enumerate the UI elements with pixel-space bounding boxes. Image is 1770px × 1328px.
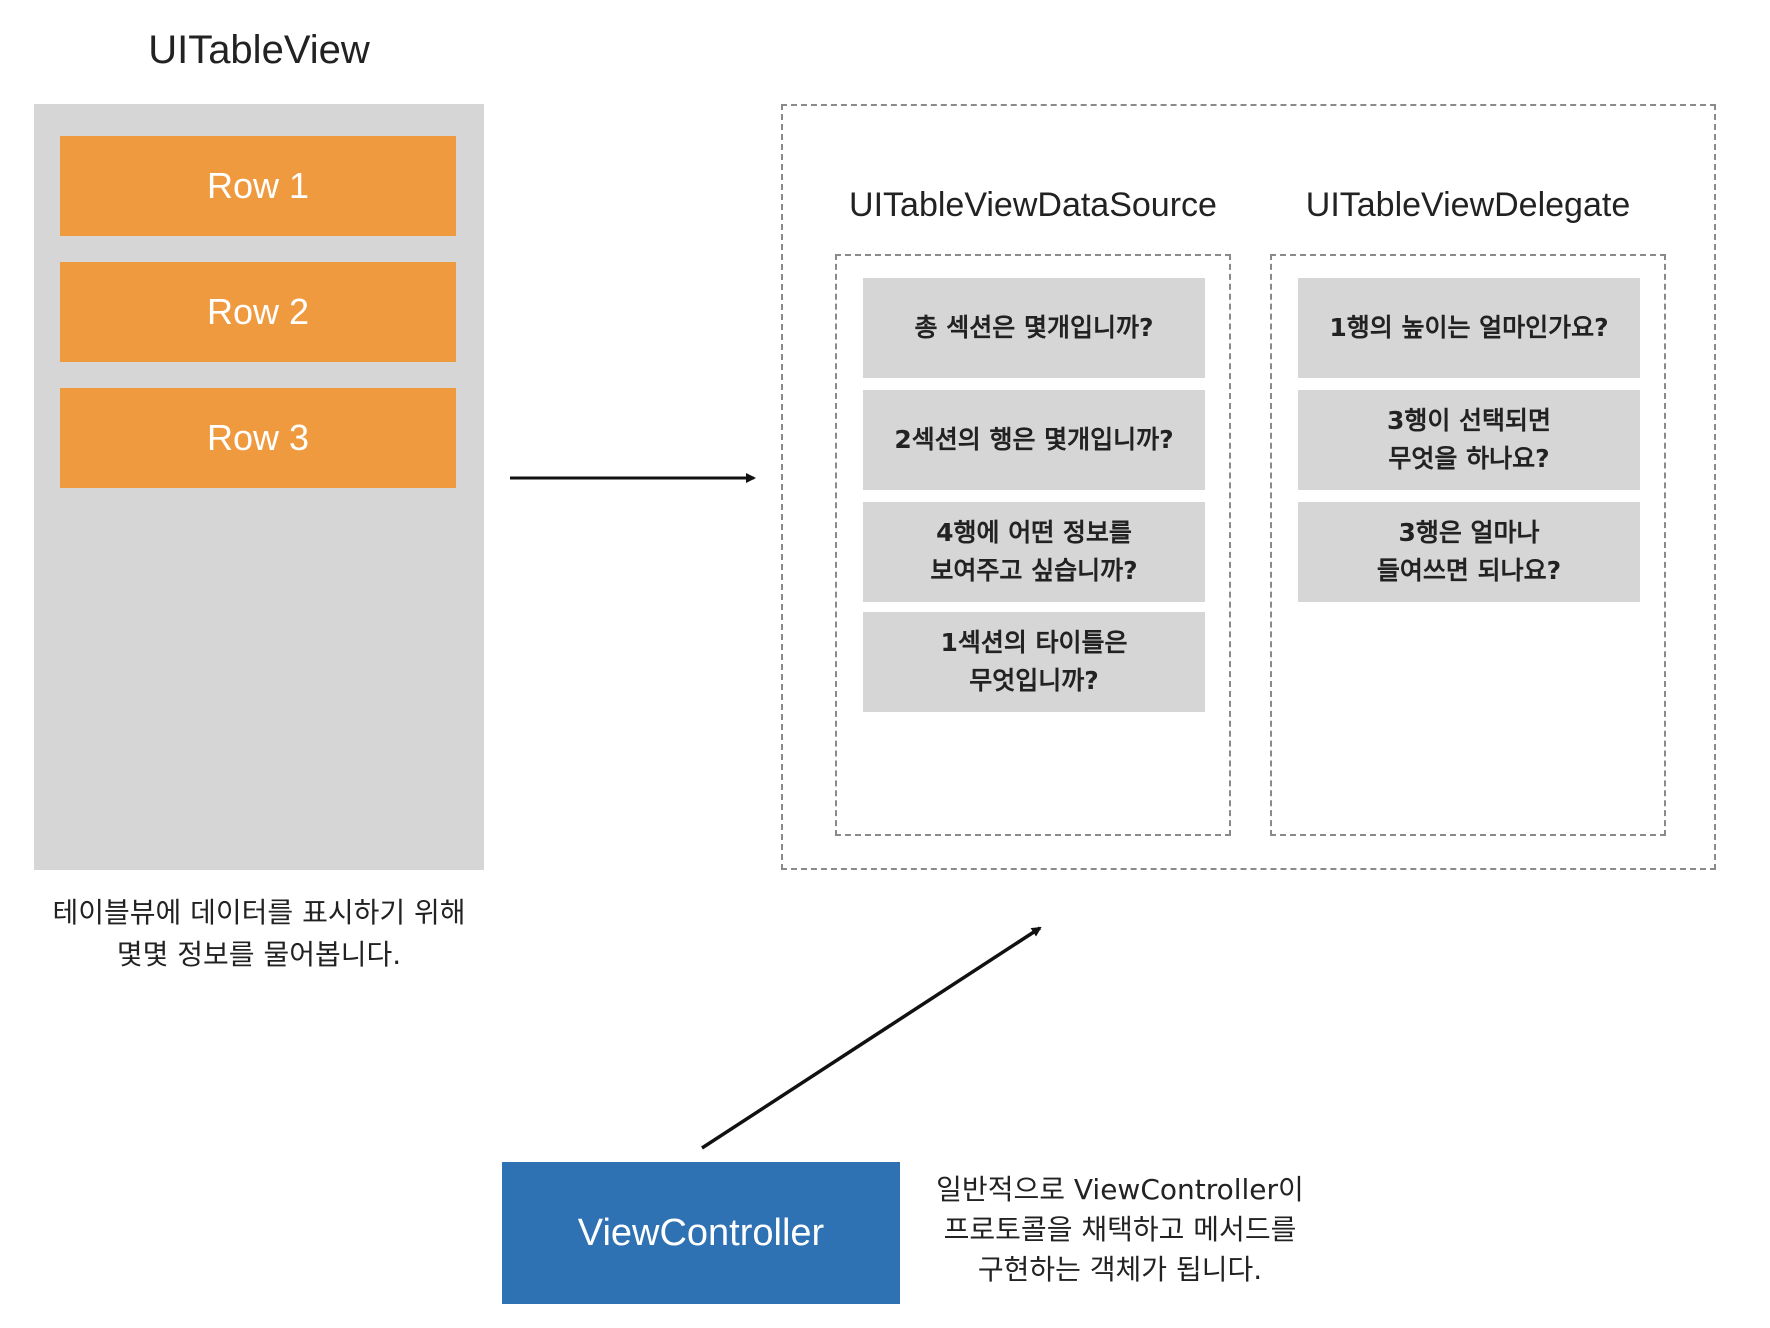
data-source-question-4-line-2: 무엇입니까? xyxy=(969,666,1099,695)
table-view-title: UITableView xyxy=(148,28,370,72)
view-controller-to-protocols-arrow xyxy=(701,926,1042,1150)
delegate-question-1-line-1: 1행의 높이는 얼마인가요? xyxy=(1329,313,1609,342)
table-view-caption-line-1: 테이블뷰에 데이터를 표시하기 위해 xyxy=(52,896,466,929)
data-source-title: UITableViewDataSource xyxy=(849,186,1217,224)
data-source-question-1-line-1: 총 섹션은 몇개입니까? xyxy=(914,313,1154,342)
view-controller-caption-line-2: 프로토콜을 채택하고 메서드를 xyxy=(943,1213,1297,1246)
delegate-box: 1행의 높이는 얼마인가요? 3행이 선택되면 무엇을 하나요? 3행은 얼마나… xyxy=(1270,254,1666,836)
data-source-question-2-line-1: 2섹션의 행은 몇개입니까? xyxy=(894,425,1174,454)
table-view-panel: Row 1 Row 2 Row 3 xyxy=(34,104,484,870)
data-source-question-3-line-2: 보여주고 싶습니까? xyxy=(930,556,1138,585)
data-source-question-3: 4행에 어떤 정보를 보여주고 싶습니까? xyxy=(863,502,1205,602)
delegate-title: UITableViewDelegate xyxy=(1305,186,1631,224)
delegate-question-2-line-1: 3행이 선택되면 xyxy=(1386,406,1552,435)
data-source-question-4-line-1: 1섹션의 타이틀은 xyxy=(940,628,1128,657)
data-source-question-2: 2섹션의 행은 몇개입니까? xyxy=(863,390,1205,490)
table-view-caption-line-2: 몇몇 정보를 물어봅니다. xyxy=(116,938,402,971)
view-controller-caption-line-1: 일반적으로 ViewController이 xyxy=(936,1173,1304,1206)
data-source-question-4: 1섹션의 타이틀은 무엇입니까? xyxy=(863,612,1205,712)
delegate-question-2: 3행이 선택되면 무엇을 하나요? xyxy=(1298,390,1640,490)
delegate-question-3-line-1: 3행은 얼마나 xyxy=(1398,518,1540,547)
data-source-question-3-line-1: 4행에 어떤 정보를 xyxy=(936,518,1132,547)
table-view-caption: 테이블뷰에 데이터를 표시하기 위해 몇몇 정보를 물어봅니다. xyxy=(34,892,484,976)
table-row-1: Row 1 xyxy=(60,136,456,236)
delegate-question-1: 1행의 높이는 얼마인가요? xyxy=(1298,278,1640,378)
delegate-question-3: 3행은 얼마나 들여쓰면 되나요? xyxy=(1298,502,1640,602)
protocols-container xyxy=(781,104,1716,870)
delegate-question-2-line-2: 무엇을 하나요? xyxy=(1388,444,1550,473)
table-row-3: Row 3 xyxy=(60,388,456,488)
delegate-question-3-line-2: 들여쓰면 되나요? xyxy=(1376,556,1562,585)
data-source-box: 총 섹션은 몇개입니까? 2섹션의 행은 몇개입니까? 4행에 어떤 정보를 보… xyxy=(835,254,1231,836)
data-source-question-1: 총 섹션은 몇개입니까? xyxy=(863,278,1205,378)
view-controller-box: ViewController xyxy=(502,1162,900,1304)
view-controller-caption-line-3: 구현하는 객체가 됩니다. xyxy=(977,1253,1263,1286)
view-controller-caption: 일반적으로 ViewController이 프로토콜을 채택하고 메서드를 구현… xyxy=(920,1170,1320,1290)
table-row-2: Row 2 xyxy=(60,262,456,362)
